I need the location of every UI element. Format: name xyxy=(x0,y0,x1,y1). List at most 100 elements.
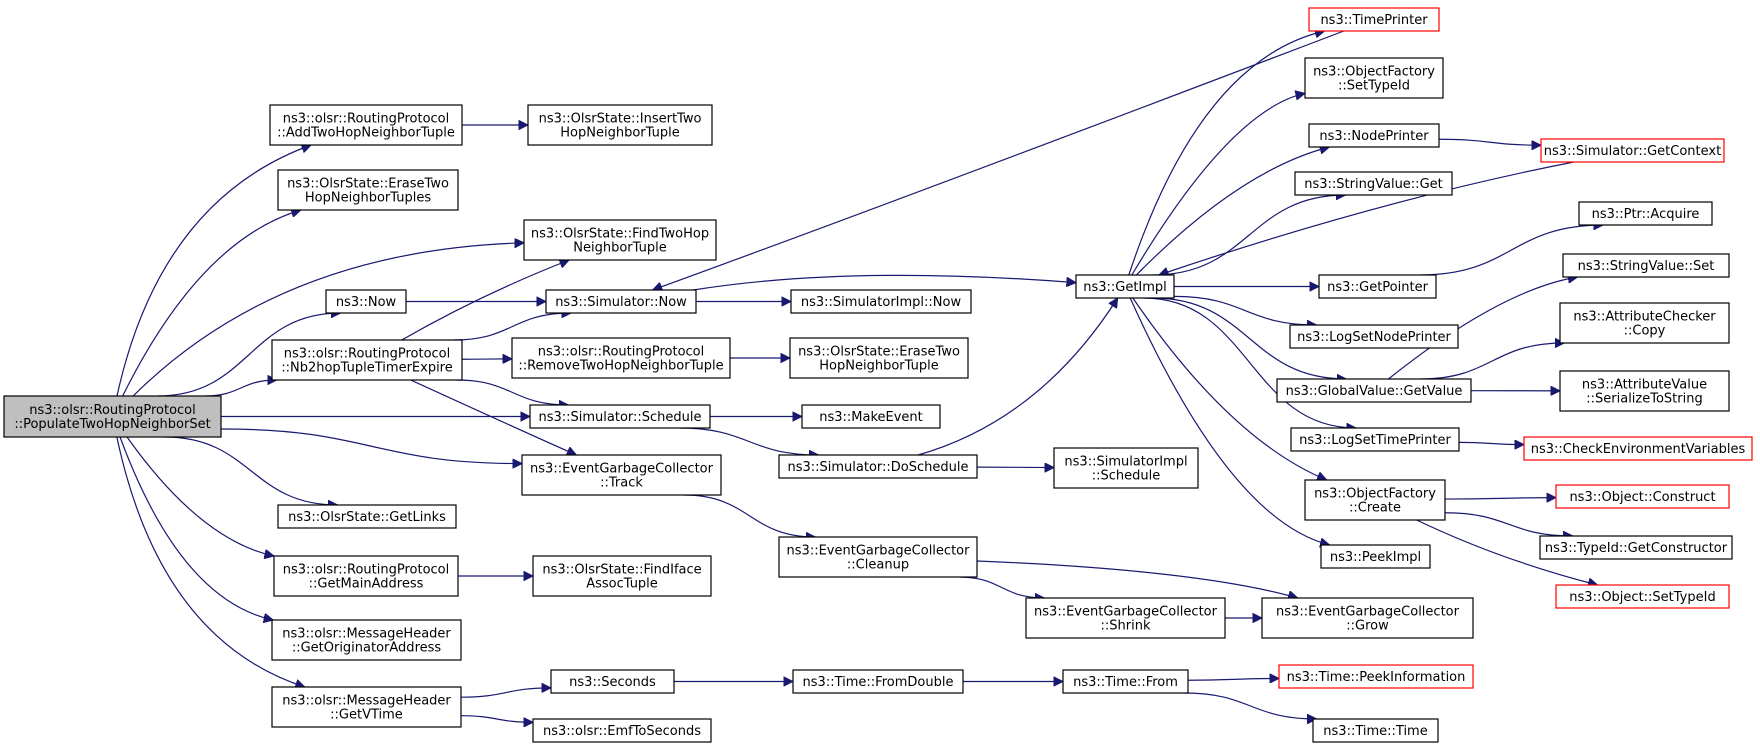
edge-ofCreate-to-objConstruct xyxy=(1444,498,1556,499)
node-label: ns3::Time::Time xyxy=(1323,724,1427,739)
node-simImplNow[interactable]: ns3::SimulatorImpl::Now xyxy=(790,289,972,314)
node-label: ns3::CheckEnvironmentVariables xyxy=(1531,442,1746,457)
node-getMainAddress[interactable]: ns3::olsr::RoutingProtocol::GetMainAddre… xyxy=(273,555,459,597)
node-doSchedule[interactable]: ns3::Simulator::DoSchedule xyxy=(778,454,978,479)
node-label: ns3::Object::SetTypeId xyxy=(1569,590,1715,605)
node-getImpl[interactable]: ns3::GetImpl xyxy=(1075,274,1175,299)
node-getOrigAddr[interactable]: ns3::olsr::MessageHeader::GetOriginatorA… xyxy=(271,619,462,661)
node-label: ns3::Simulator::Schedule xyxy=(538,410,701,425)
node-box xyxy=(550,669,675,694)
node-objSetTypeId[interactable]: ns3::Object::SetTypeId xyxy=(1555,584,1730,609)
edge-timeFrom-to-peekInfo xyxy=(1187,678,1279,680)
node-box xyxy=(1304,479,1446,521)
node-label: ns3::GetPointer xyxy=(1327,280,1428,295)
node-egcShrink[interactable]: ns3::EventGarbageCollector::Shrink xyxy=(1025,597,1226,639)
node-removeTwoHop[interactable]: ns3::olsr::RoutingProtocol::RemoveTwoHop… xyxy=(511,337,731,379)
node-timeFrom[interactable]: ns3::Time::From xyxy=(1062,669,1189,694)
edge-getImpl-to-timePrinter xyxy=(1128,31,1325,276)
node-box xyxy=(790,289,972,314)
node-box xyxy=(271,339,463,381)
edge-getImpl-to-peekImpl xyxy=(1129,297,1329,545)
node-getLinks[interactable]: ns3::OlsrState::GetLinks xyxy=(277,504,457,529)
node-simImplSchedule[interactable]: ns3::SimulatorImpl::Schedule xyxy=(1053,447,1199,489)
edge-egcCleanup-to-egcShrink xyxy=(959,576,1044,598)
node-timeFromDouble[interactable]: ns3::Time::FromDouble xyxy=(792,669,964,694)
node-label: ::PopulateTwoHopNeighborSet xyxy=(14,417,210,432)
node-checkEnv[interactable]: ns3::CheckEnvironmentVariables xyxy=(1523,436,1753,461)
node-box xyxy=(511,337,731,379)
node-attrValSerialize[interactable]: ns3::AttributeValue::SerializeToString xyxy=(1559,370,1730,412)
node-nb2hop[interactable]: ns3::olsr::RoutingProtocol::Nb2hopTupleT… xyxy=(271,339,463,381)
node-eraseTwoHopTuples[interactable]: ns3::OlsrState::EraseTwoHopNeighborTuple… xyxy=(277,169,459,211)
edge-root-to-getVTime xyxy=(116,436,305,687)
node-box xyxy=(1555,484,1730,509)
node-ofSetTypeId[interactable]: ns3::ObjectFactory::SetTypeId xyxy=(1304,57,1444,99)
node-label: ::RemoveTwoHopNeighborTuple xyxy=(518,359,723,374)
edge-root-to-nb2hop xyxy=(204,380,277,397)
edge-timeFrom-to-timeTime xyxy=(1184,692,1317,719)
node-strValGet[interactable]: ns3::StringValue::Get xyxy=(1294,171,1453,196)
node-nodePrinter[interactable]: ns3::NodePrinter xyxy=(1308,123,1440,148)
edge-getImpl-to-ofSetTypeId xyxy=(1131,93,1305,276)
edge-getImpl-to-logSetTimePrinter xyxy=(1143,297,1356,428)
node-label: ns3::AttributeChecker xyxy=(1573,310,1716,325)
node-box xyxy=(1289,324,1459,349)
edge-nodePrinter-to-simGetContext xyxy=(1438,138,1541,145)
node-label: ns3::olsr::MessageHeader xyxy=(282,694,451,709)
node-label: ns3::EventGarbageCollector xyxy=(1034,605,1218,620)
nodes-layer: ns3::olsr::RoutingProtocol::PopulateTwoH… xyxy=(3,7,1753,743)
node-box xyxy=(3,395,222,438)
node-makeEvent[interactable]: ns3::MakeEvent xyxy=(801,404,941,429)
node-attrCheckerCopy[interactable]: ns3::AttributeChecker::Copy xyxy=(1559,302,1730,344)
node-timePrinter[interactable]: ns3::TimePrinter xyxy=(1308,7,1440,32)
node-egcGrow[interactable]: ns3::EventGarbageCollector::Grow xyxy=(1261,597,1474,639)
edge-getImpl-to-strValGet xyxy=(1152,195,1346,276)
node-getVTime[interactable]: ns3::olsr::MessageHeader::GetVTime xyxy=(271,686,462,728)
node-objConstruct[interactable]: ns3::Object::Construct xyxy=(1555,484,1730,509)
node-label: ns3::olsr::RoutingProtocol xyxy=(538,345,705,360)
node-emfToSeconds[interactable]: ns3::olsr::EmfToSeconds xyxy=(532,718,712,743)
node-label: ns3::OlsrState::EraseTwo xyxy=(798,345,960,360)
edge-root-to-getLinks xyxy=(164,436,338,505)
edge-root-to-addTwoHop xyxy=(116,145,311,397)
node-ptrAcquire[interactable]: ns3::Ptr::Acquire xyxy=(1578,201,1713,226)
node-simNow[interactable]: ns3::Simulator::Now xyxy=(545,289,697,314)
node-peekImpl[interactable]: ns3::PeekImpl xyxy=(1320,544,1431,569)
node-label: ns3::GlobalValue::GetValue xyxy=(1286,384,1463,399)
node-label: ns3::EventGarbageCollector xyxy=(530,462,714,477)
node-box xyxy=(1308,7,1440,32)
node-addTwoHop[interactable]: ns3::olsr::RoutingProtocol::AddTwoHopNei… xyxy=(269,104,463,146)
node-globalValGet[interactable]: ns3::GlobalValue::GetValue xyxy=(1276,378,1472,403)
node-box xyxy=(1559,302,1730,344)
node-logSetNodePrinter[interactable]: ns3::LogSetNodePrinter xyxy=(1289,324,1459,349)
node-label: ns3::olsr::RoutingProtocol xyxy=(283,563,450,578)
node-box xyxy=(1278,664,1474,689)
node-egcCleanup[interactable]: ns3::EventGarbageCollector::Cleanup xyxy=(778,536,978,578)
node-ofCreate[interactable]: ns3::ObjectFactory::Create xyxy=(1304,479,1446,521)
node-root[interactable]: ns3::olsr::RoutingProtocol::PopulateTwoH… xyxy=(3,395,222,438)
edge-doSchedule-to-getImpl xyxy=(917,298,1118,456)
node-logSetTimePrinter[interactable]: ns3::LogSetTimePrinter xyxy=(1290,427,1460,452)
node-egcTrack[interactable]: ns3::EventGarbageCollector::Track xyxy=(521,454,722,496)
node-strValSet[interactable]: ns3::StringValue::Set xyxy=(1562,253,1730,278)
node-schedule[interactable]: ns3::Simulator::Schedule xyxy=(529,404,711,429)
node-typeIdGetCtor[interactable]: ns3::TypeId::GetConstructor xyxy=(1539,535,1733,560)
node-timeTime[interactable]: ns3::Time::Time xyxy=(1312,718,1439,743)
node-seconds[interactable]: ns3::Seconds xyxy=(550,669,675,694)
node-label: ::Track xyxy=(600,476,643,491)
node-label: ns3::ObjectFactory xyxy=(1313,65,1435,80)
node-label: ns3::EventGarbageCollector xyxy=(1276,605,1460,620)
node-label: AssocTuple xyxy=(586,577,658,592)
node-insertTwoHop[interactable]: ns3::OlsrState::InsertTwoHopNeighborTupl… xyxy=(527,104,713,146)
node-peekInfo[interactable]: ns3::Time::PeekInformation xyxy=(1278,664,1474,689)
node-label: HopNeighborTuple xyxy=(560,126,679,141)
node-box xyxy=(545,289,697,314)
node-getPointer[interactable]: ns3::GetPointer xyxy=(1318,274,1437,299)
node-simGetContext[interactable]: ns3::Simulator::GetContext xyxy=(1540,138,1725,163)
node-label: ns3::olsr::EmfToSeconds xyxy=(543,724,701,739)
node-now[interactable]: ns3::Now xyxy=(325,289,407,314)
node-label: ns3::Simulator::Now xyxy=(555,295,687,310)
